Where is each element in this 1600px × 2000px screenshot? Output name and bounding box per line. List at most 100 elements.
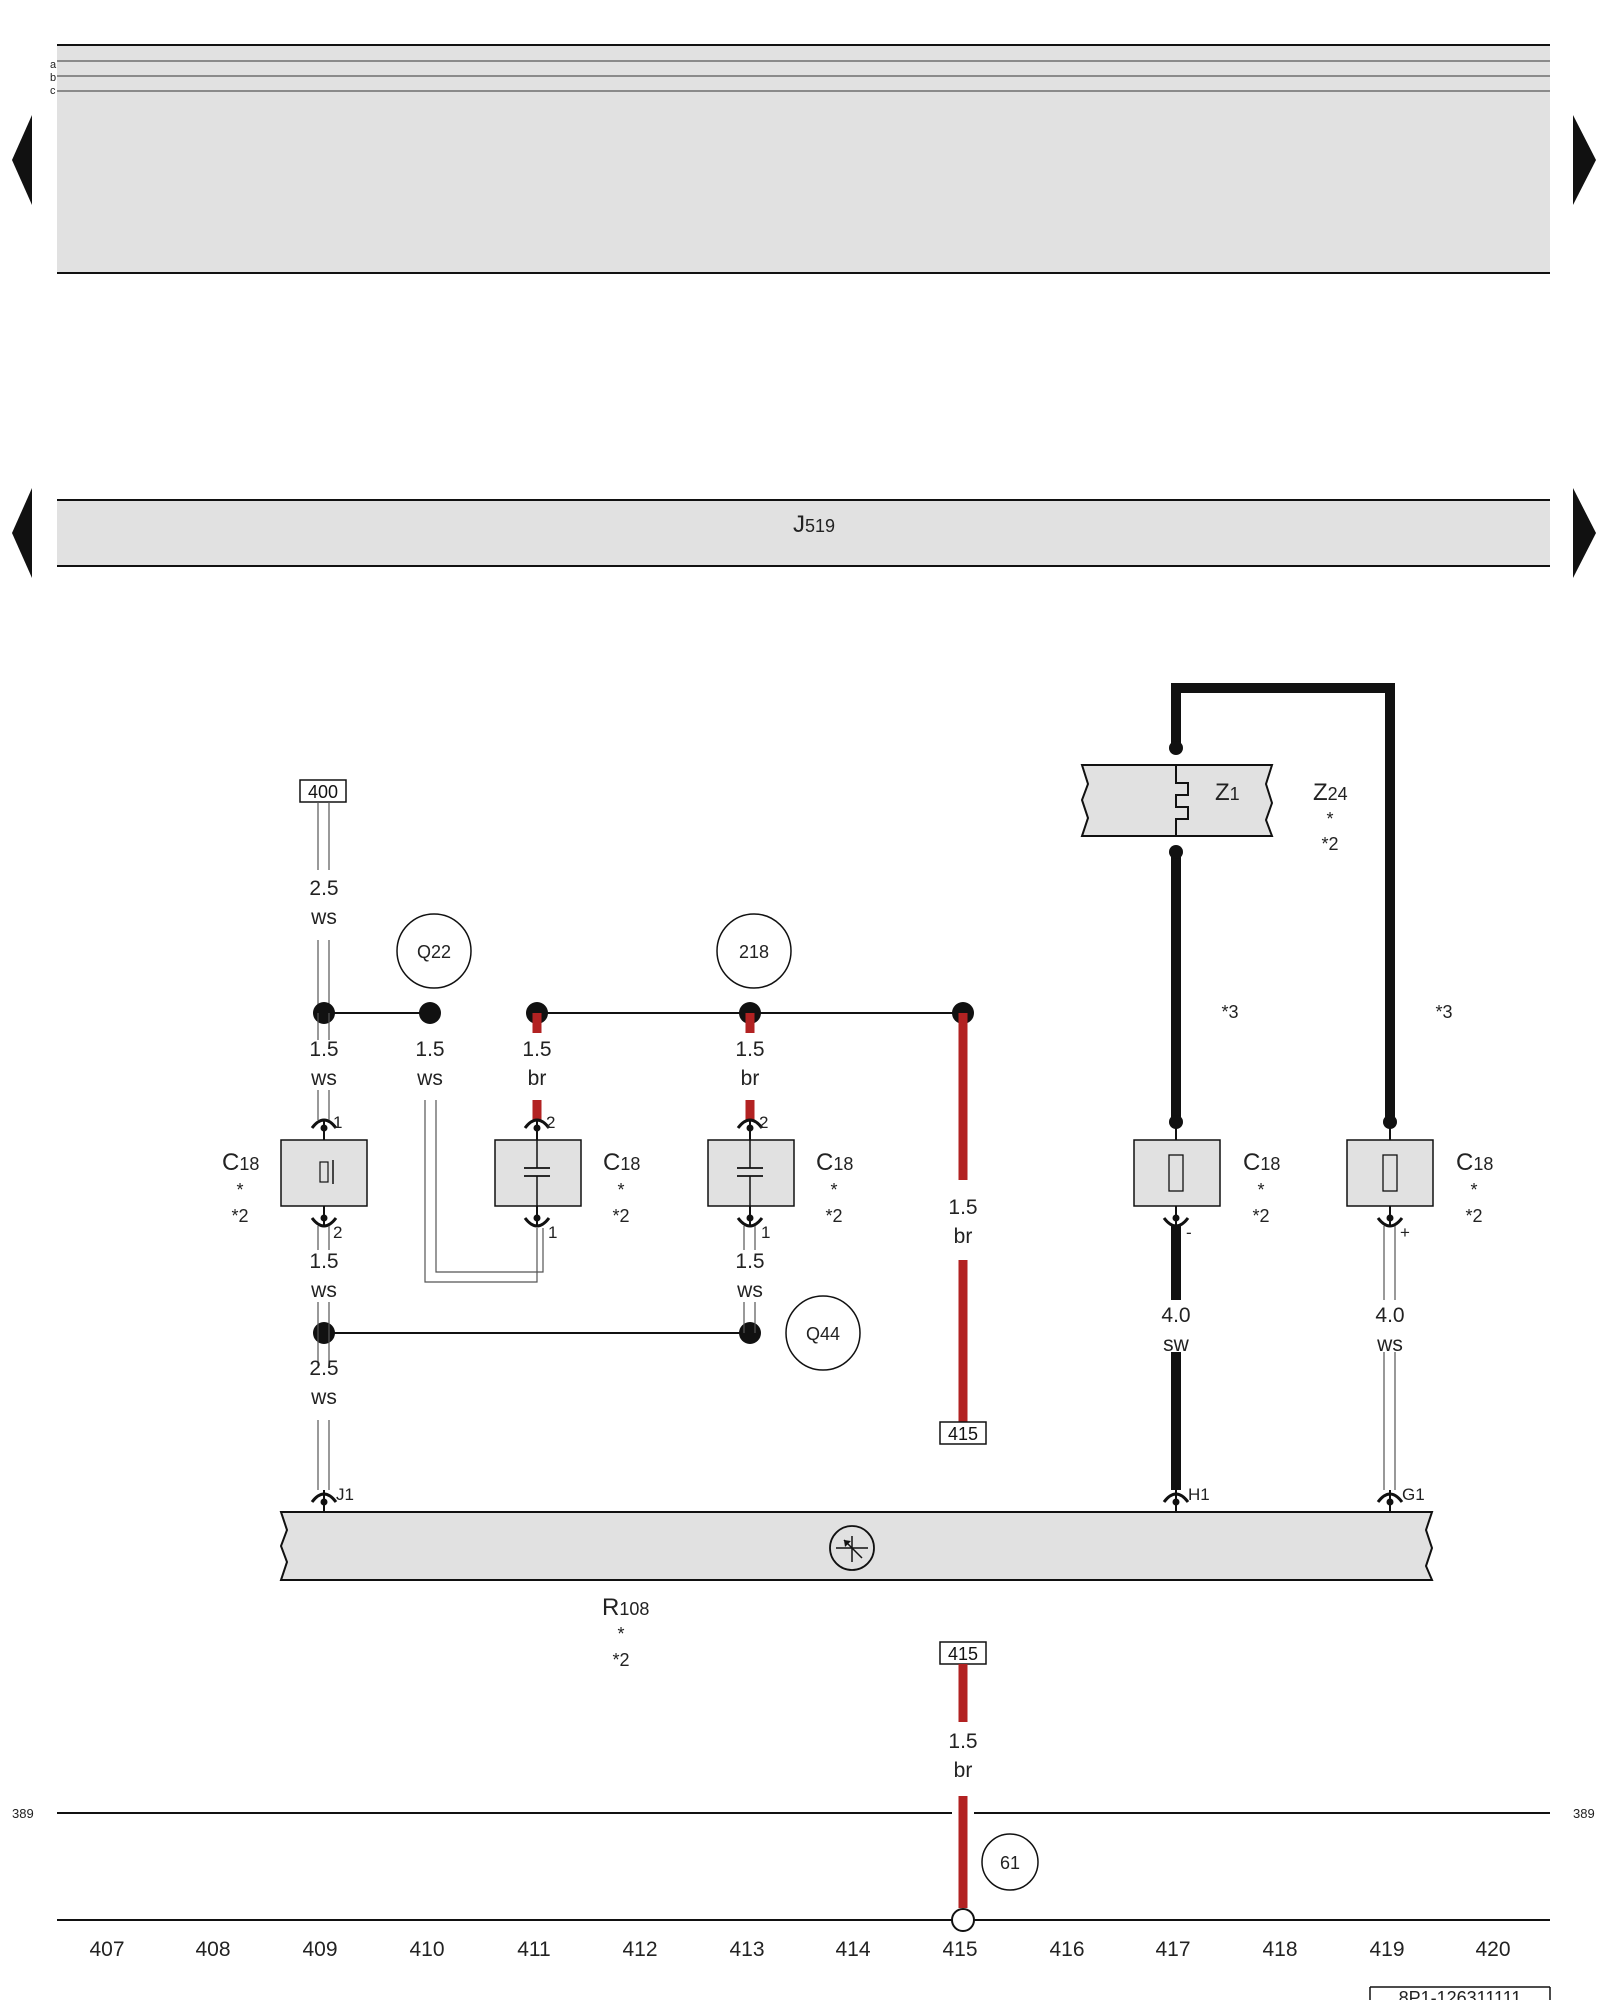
track-409: 409 bbox=[302, 1938, 337, 1961]
wire-417-gauge: 4.0 bbox=[1161, 1304, 1190, 1327]
wire-409a-gauge: 1.5 bbox=[309, 1038, 338, 1061]
c18-label-417: C18 bbox=[1243, 1149, 1280, 1176]
header-line-c: c bbox=[50, 85, 56, 97]
r108-pins: J1 H1 G1 bbox=[310, 1485, 1425, 1512]
track-407: 407 bbox=[89, 1938, 124, 1961]
wire-labels: 2.5 ws 1.5 ws 1.5 ws 1.5 br 1.5 br 1.5 b… bbox=[309, 877, 1404, 1782]
wire-413-gauge: 1.5 bbox=[735, 1038, 764, 1061]
pin-409-bottom: 2 bbox=[333, 1223, 342, 1242]
ref-400-group: 400 bbox=[299, 779, 347, 1012]
pin-413-top: 2 bbox=[759, 1113, 768, 1132]
r108-label: R108 bbox=[602, 1594, 649, 1621]
wire-413b-color: ws bbox=[736, 1279, 763, 1302]
z24-note-2: *2 bbox=[1321, 834, 1338, 854]
wire-417-color: sw bbox=[1163, 1333, 1190, 1356]
c18-label-411: C18 bbox=[603, 1149, 640, 1176]
track-411: 411 bbox=[517, 1938, 550, 1961]
z24-label: Z24 bbox=[1313, 779, 1348, 806]
c18-part-409 bbox=[280, 1118, 368, 1228]
pin-numbers: 1 2 2 1 2 1 - + bbox=[333, 1113, 1410, 1242]
q44-label: Q44 bbox=[806, 1324, 840, 1344]
track-420: 420 bbox=[1475, 1938, 1510, 1961]
c18-part-411 bbox=[494, 1118, 582, 1228]
track-numbers: 407 408 409 410 411 412 413 414 415 416 … bbox=[89, 1938, 1510, 1961]
star3-label-b: *3 bbox=[1435, 1002, 1452, 1022]
r108-note-star: * bbox=[617, 1624, 624, 1644]
c18-note-2-413: *2 bbox=[825, 1206, 842, 1226]
connection-q44: Q44 bbox=[785, 1295, 861, 1371]
header-line-b: b bbox=[50, 72, 56, 84]
wire-410-color: ws bbox=[416, 1067, 443, 1090]
wire-409b-color: ws bbox=[310, 1279, 337, 1302]
track-413: 413 bbox=[729, 1938, 764, 1961]
wires-upper bbox=[317, 1013, 968, 1422]
c18-label-409: C18 bbox=[222, 1149, 259, 1176]
c18-labels: C18 * *2 C18 * *2 C18 * *2 C18 * *2 C18 … bbox=[222, 1149, 1493, 1226]
page-forward-arrow-top[interactable] bbox=[1573, 115, 1596, 205]
thick-ground-loop: *3 *3 bbox=[1169, 683, 1453, 1129]
z1-label: Z1 bbox=[1215, 779, 1240, 806]
c18-note-2-409: *2 bbox=[231, 1206, 248, 1226]
j519-panel: J519 bbox=[57, 499, 1550, 567]
wire-415a-gauge: 1.5 bbox=[948, 1196, 977, 1219]
ground-wire-415: 415 bbox=[939, 1641, 987, 1908]
ground-ref-left: 389 bbox=[12, 1806, 34, 1821]
junction-bars bbox=[313, 1002, 974, 1344]
c18-note-2-411: *2 bbox=[612, 1206, 629, 1226]
c18-label-419: C18 bbox=[1456, 1149, 1493, 1176]
pin-409-top: 1 bbox=[333, 1113, 342, 1132]
c18-note-star-417: * bbox=[1257, 1180, 1264, 1200]
wire-411-color: br bbox=[528, 1067, 547, 1090]
z1-heater-element: Z1 bbox=[1080, 764, 1274, 837]
track-412: 412 bbox=[622, 1938, 657, 1961]
wire-409b-gauge: 1.5 bbox=[309, 1250, 338, 1273]
n61-label: 61 bbox=[1000, 1853, 1020, 1873]
wire-410-gauge: 1.5 bbox=[415, 1038, 444, 1061]
c18-part-417 bbox=[1133, 1122, 1221, 1228]
ref-415-mid: 415 bbox=[948, 1424, 978, 1444]
header-panel: a b c bbox=[50, 44, 1550, 274]
wire-400-color: ws bbox=[310, 906, 337, 929]
pin-h1: H1 bbox=[1188, 1485, 1210, 1504]
ref-400: 400 bbox=[308, 782, 338, 802]
pin-413-bottom: 1 bbox=[761, 1223, 770, 1242]
n218-label: 218 bbox=[739, 942, 769, 962]
wire-413b-gauge: 1.5 bbox=[735, 1250, 764, 1273]
pin-j1: J1 bbox=[336, 1485, 354, 1504]
wire-409c-color: ws bbox=[310, 1386, 337, 1409]
header-line-a: a bbox=[50, 59, 57, 71]
pin-417-minus: - bbox=[1186, 1223, 1192, 1242]
wire-409a-color: ws bbox=[310, 1067, 337, 1090]
page-back-arrow-mid[interactable] bbox=[12, 488, 32, 578]
wire-415b-gauge: 1.5 bbox=[948, 1730, 977, 1753]
page-forward-arrow-mid[interactable] bbox=[1573, 488, 1596, 578]
wire-409c-gauge: 2.5 bbox=[309, 1357, 338, 1380]
c18-note-2-419: *2 bbox=[1465, 1206, 1482, 1226]
star3-label-a: *3 bbox=[1221, 1002, 1238, 1022]
wire-413-color: br bbox=[741, 1067, 760, 1090]
c18-note-star-411: * bbox=[617, 1180, 624, 1200]
c18-part-419 bbox=[1346, 1122, 1434, 1228]
pin-411-top: 2 bbox=[546, 1113, 555, 1132]
c18-part-413 bbox=[707, 1118, 795, 1228]
ref-415-mid-group: 415 bbox=[939, 1421, 987, 1445]
r108-component: R108 * *2 bbox=[279, 1511, 1434, 1670]
wire-415a-color: br bbox=[954, 1225, 973, 1248]
c18-note-star-409: * bbox=[236, 1180, 243, 1200]
track-415: 415 bbox=[942, 1938, 977, 1961]
wire-419-gauge: 4.0 bbox=[1375, 1304, 1404, 1327]
track-416: 416 bbox=[1049, 1938, 1084, 1961]
connection-q22: Q22 bbox=[396, 913, 472, 989]
wires-lower bbox=[317, 1226, 1396, 1490]
q22-label: Q22 bbox=[417, 942, 451, 962]
pin-g1: G1 bbox=[1402, 1485, 1425, 1504]
connection-61: 61 bbox=[981, 1833, 1039, 1891]
c18-note-2-417: *2 bbox=[1252, 1206, 1269, 1226]
footer-code-box: 8P1-126311111 bbox=[1369, 1986, 1551, 2000]
page-back-arrow-top[interactable] bbox=[12, 115, 32, 205]
connection-218: 218 bbox=[716, 913, 792, 989]
ground-ref-right: 389 bbox=[1573, 1806, 1595, 1821]
pin-411-bottom: 1 bbox=[548, 1223, 557, 1242]
z24-label-group: Z24 * *2 bbox=[1313, 779, 1348, 854]
